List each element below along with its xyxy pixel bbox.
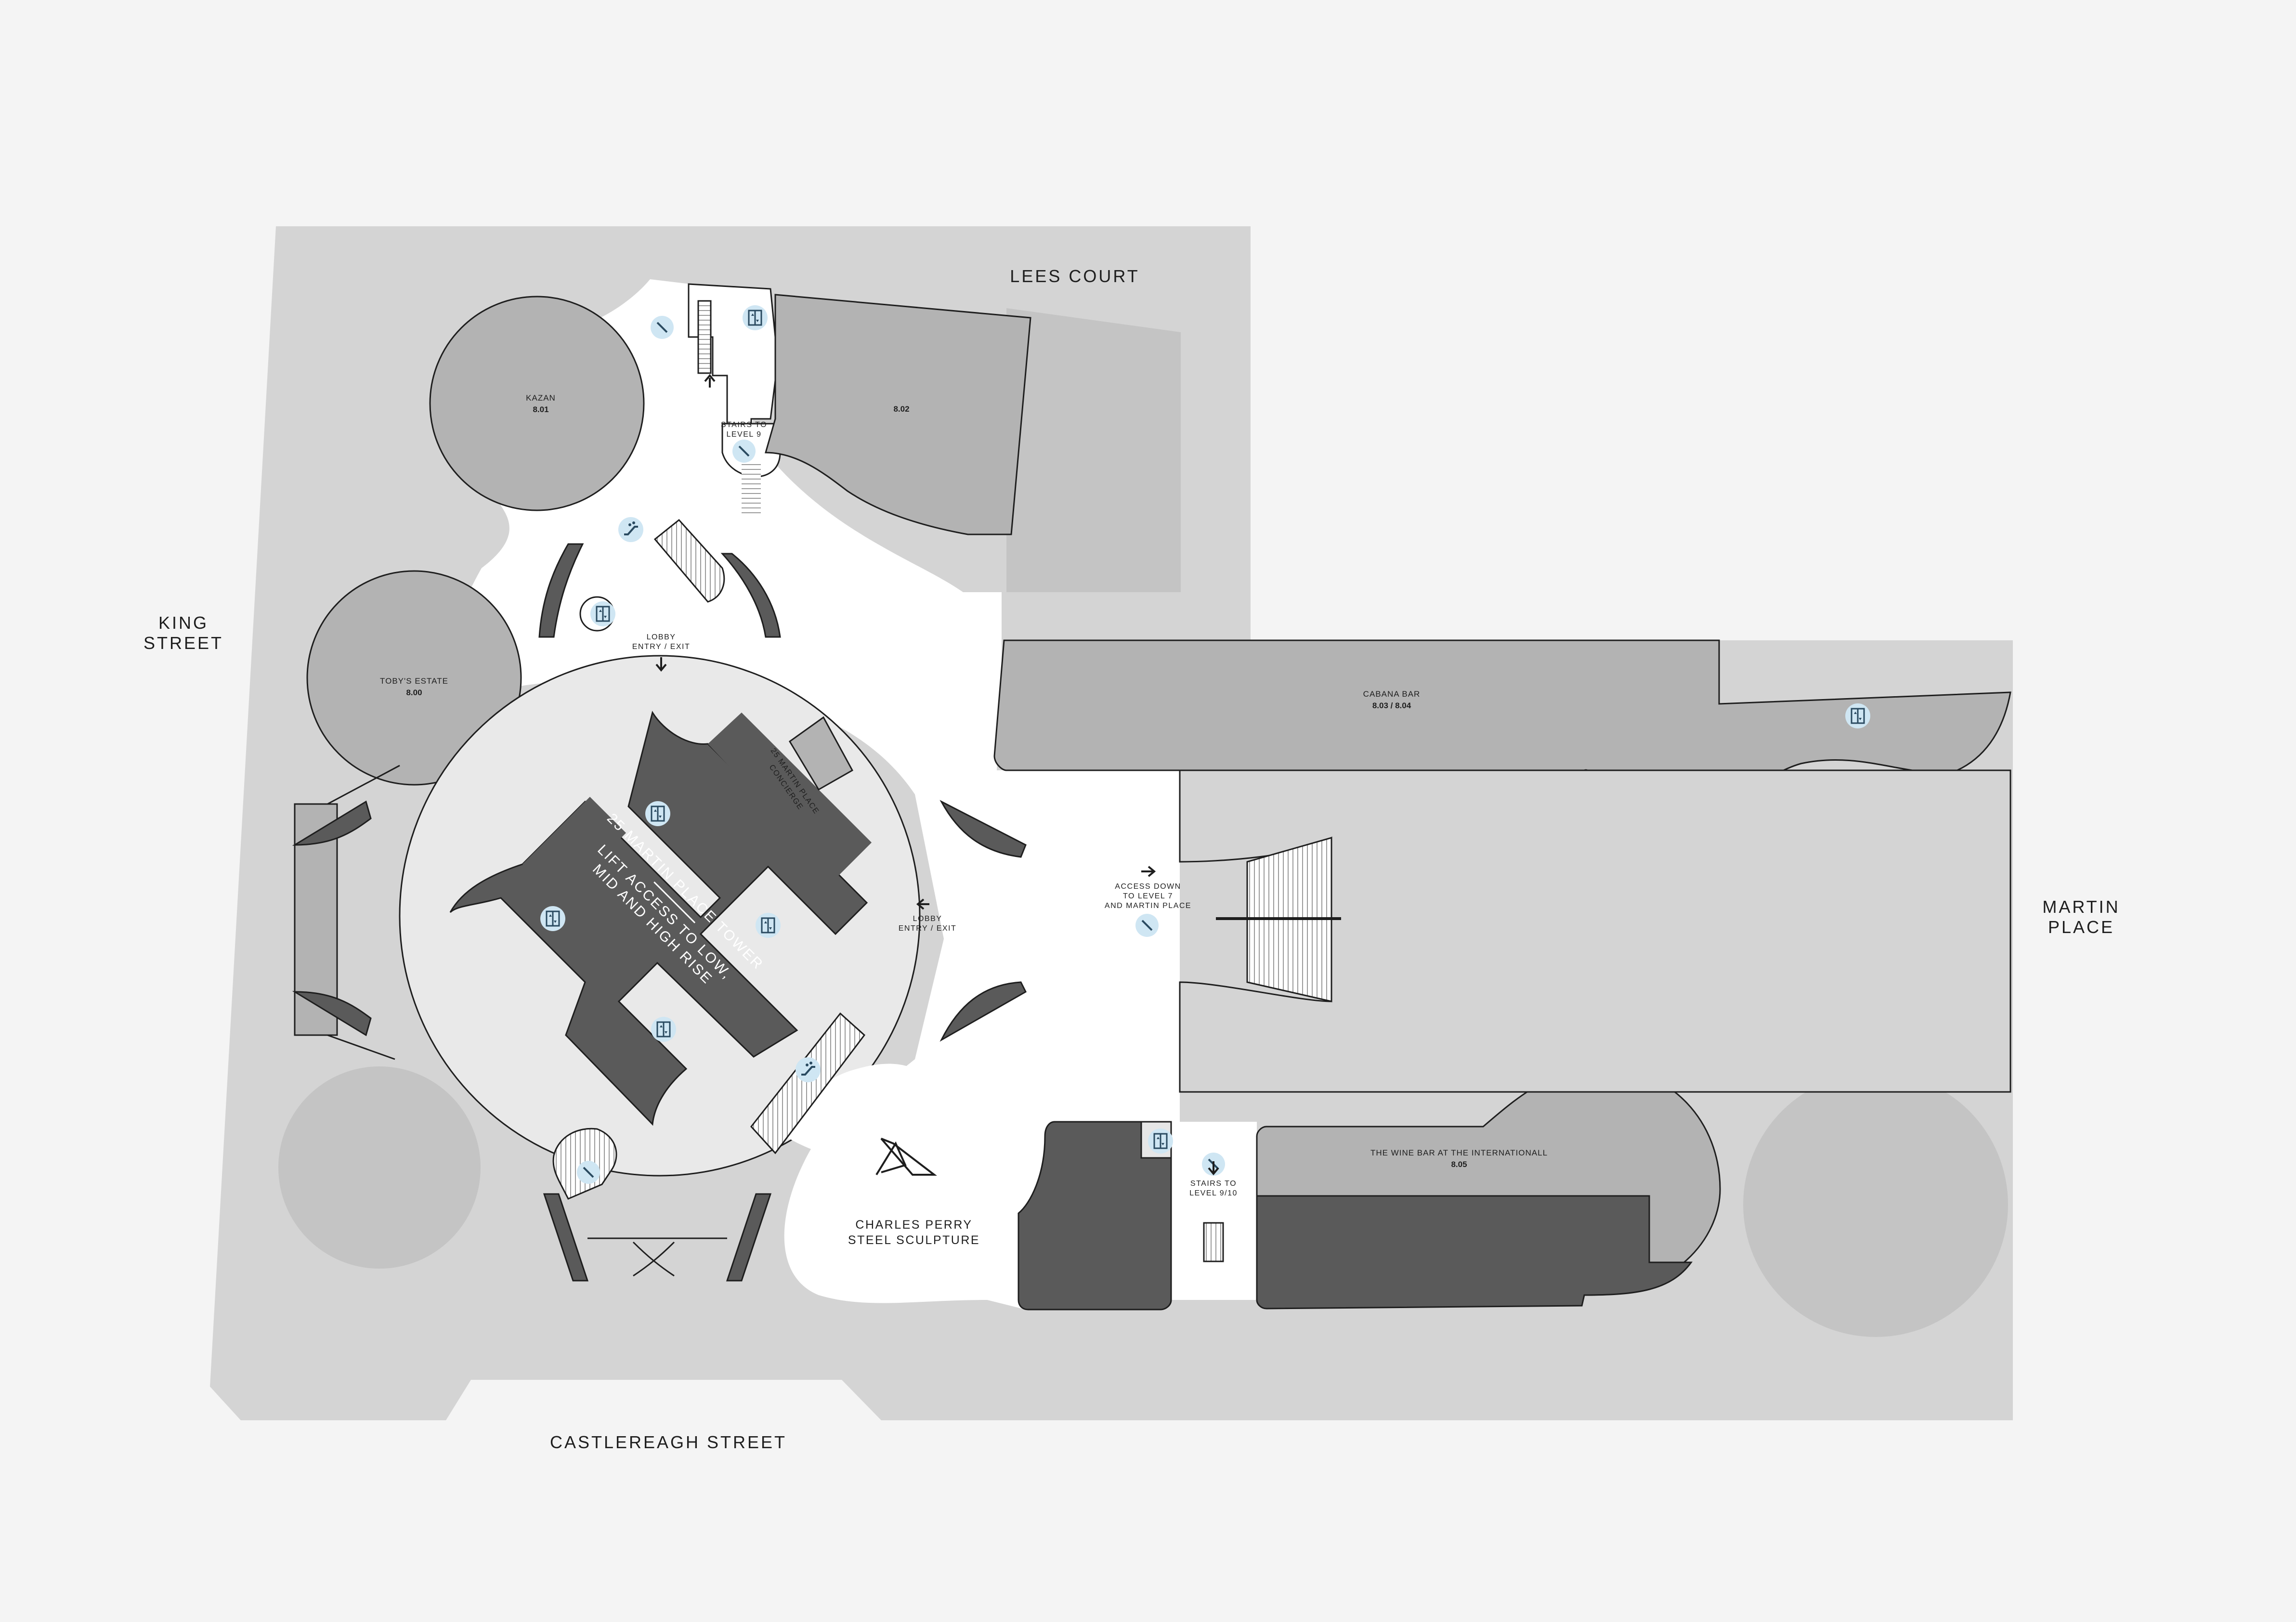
wine-bar-number: 8.05 (1451, 1160, 1467, 1169)
tobys-name: TOBY'S ESTATE (380, 676, 448, 686)
escalator-north (653, 519, 725, 603)
lift-icon[interactable] (1844, 702, 1871, 729)
concierge-desk (789, 716, 854, 791)
sculpture-line1: CHARLES PERRY (855, 1218, 972, 1232)
access-down-line2: TO LEVEL 7 (1123, 892, 1173, 900)
street-martin-line2: PLACE (2048, 917, 2114, 937)
tenancy-kazan[interactable]: KAZAN 8.01 (429, 296, 645, 511)
lobby-top-line1: LOBBY (647, 633, 676, 641)
unit-8-02-number: 8.02 (893, 404, 909, 414)
travelator-icon[interactable] (576, 1160, 601, 1185)
street-lees-court: LEES COURT (1010, 266, 1139, 286)
sculpture-icon (875, 1138, 937, 1176)
travelator-icon[interactable] (731, 439, 757, 464)
escalator-south (750, 1012, 866, 1155)
kazan-number: 8.01 (533, 405, 548, 414)
cabana-name: CABANA BAR (1363, 689, 1421, 699)
lift-icon[interactable] (755, 912, 782, 939)
stairs-level910-line1: STAIRS TO (1190, 1180, 1237, 1188)
sculpture-line2: STEEL SCULPTURE (848, 1233, 980, 1247)
tobys-number: 8.00 (406, 688, 422, 697)
martin-place-stair-void (1179, 769, 2011, 1093)
tower-lift-core[interactable] (449, 711, 872, 1126)
access-down-line3: AND MARTIN PLACE (1105, 902, 1191, 910)
street-martin-line1: MARTIN (2042, 897, 2120, 917)
lift-icon[interactable] (589, 600, 616, 627)
tenancy-8-02[interactable]: 8.02 (765, 294, 1031, 535)
fins (292, 543, 1027, 1282)
stairs-level910-line2: LEVEL 9/10 (1189, 1189, 1238, 1197)
stairs-level9-line2: LEVEL 9 (726, 430, 761, 439)
tenancy-wine-bar[interactable]: THE WINE BAR AT THE INTERNATIONALL 8.05 (1256, 1067, 1721, 1310)
lobby-right-line2: ENTRY / EXIT (899, 924, 957, 933)
street-king-line2: STREET (144, 633, 223, 653)
wine-bar-name: THE WINE BAR AT THE INTERNATIONALL (1370, 1148, 1548, 1157)
street-king-line1: KING (158, 613, 209, 633)
north-corridor (688, 283, 791, 515)
lift-icon[interactable] (644, 800, 671, 827)
street-castlereagh: CASTLEREAGH STREET (550, 1432, 787, 1452)
travelator-icon[interactable] (650, 315, 675, 340)
access-down-line1: ACCESS DOWN (1115, 882, 1181, 891)
escalator-icon[interactable] (795, 1056, 822, 1083)
castlereagh-entry (587, 1237, 727, 1277)
stairs-level9-line1: STAIRS TO (721, 421, 767, 429)
lobby-top-line2: ENTRY / EXIT (632, 643, 691, 651)
escalator-icon[interactable] (617, 516, 644, 543)
lift-icon[interactable] (742, 304, 769, 331)
kazan-name: KAZAN (526, 393, 556, 402)
lift-icon[interactable] (1147, 1128, 1174, 1155)
lift-icon[interactable] (539, 905, 566, 932)
tenancy-tobys-estate[interactable]: TOBY'S ESTATE 8.00 (306, 570, 522, 786)
arrow-icon (655, 374, 1219, 1176)
lift-icon[interactable] (650, 1016, 677, 1043)
travelator-icon[interactable] (1135, 913, 1160, 938)
lobby-right-line1: LOBBY (913, 915, 942, 923)
cabana-number: 8.03 / 8.04 (1372, 701, 1411, 710)
